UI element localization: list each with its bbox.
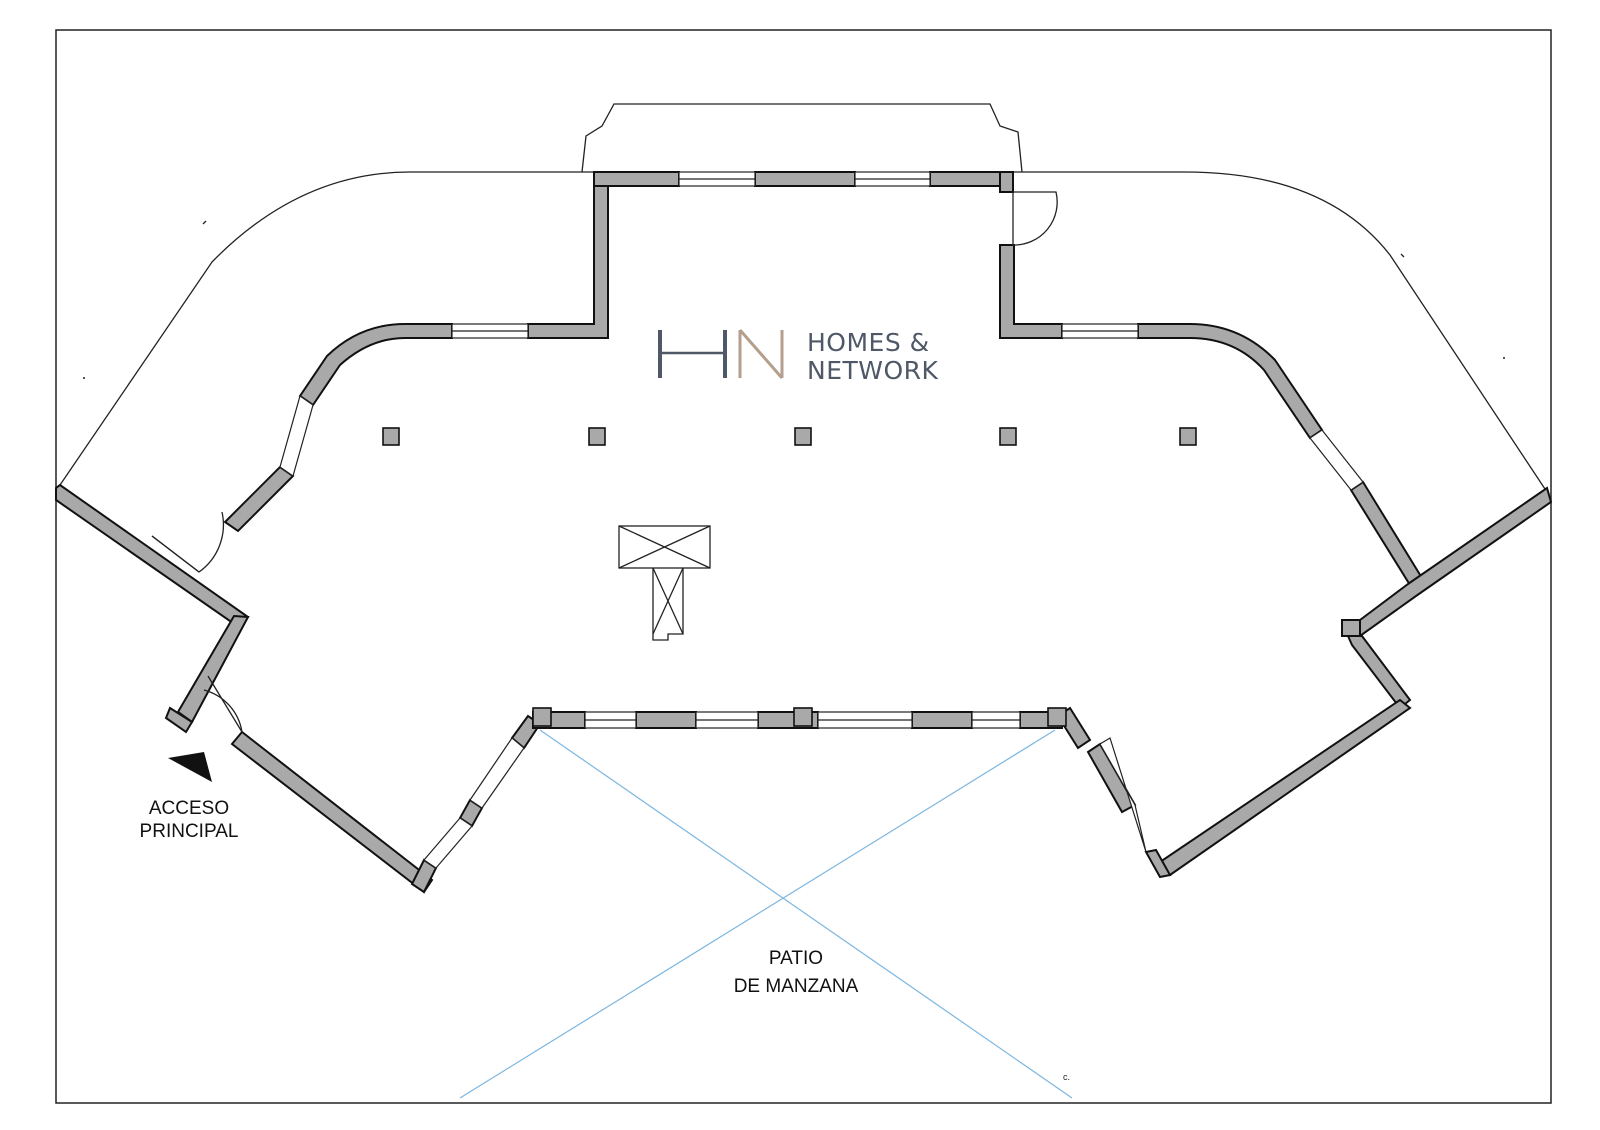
column bbox=[588, 427, 606, 446]
column bbox=[999, 427, 1017, 446]
windows bbox=[279, 171, 1364, 869]
column bbox=[794, 427, 812, 446]
column bbox=[382, 427, 400, 446]
patio-diagonals bbox=[459, 729, 1073, 1099]
brand-line1: HOMES & bbox=[807, 328, 930, 357]
access-label-line1: ACCESO bbox=[149, 798, 229, 819]
sheet-frame bbox=[55, 29, 1552, 1104]
shaft bbox=[618, 525, 711, 641]
exterior-walls bbox=[55, 171, 1553, 894]
access-label-line2: PRINCIPAL bbox=[140, 821, 239, 842]
corner-mark: c. bbox=[1063, 1072, 1070, 1082]
column bbox=[1179, 427, 1197, 446]
terrace-outline bbox=[59, 103, 1548, 493]
brand-logo: HOMES & NETWORK bbox=[658, 328, 939, 385]
patio-label-line2: DE MANZANA bbox=[734, 976, 859, 997]
patio-label-line1: PATIO bbox=[769, 948, 823, 969]
structural-columns bbox=[382, 427, 1197, 446]
doors bbox=[151, 191, 1058, 733]
hn-monogram bbox=[658, 329, 784, 379]
brand-line2: NETWORK bbox=[807, 356, 939, 385]
triangle-arrow-icon bbox=[168, 752, 212, 782]
